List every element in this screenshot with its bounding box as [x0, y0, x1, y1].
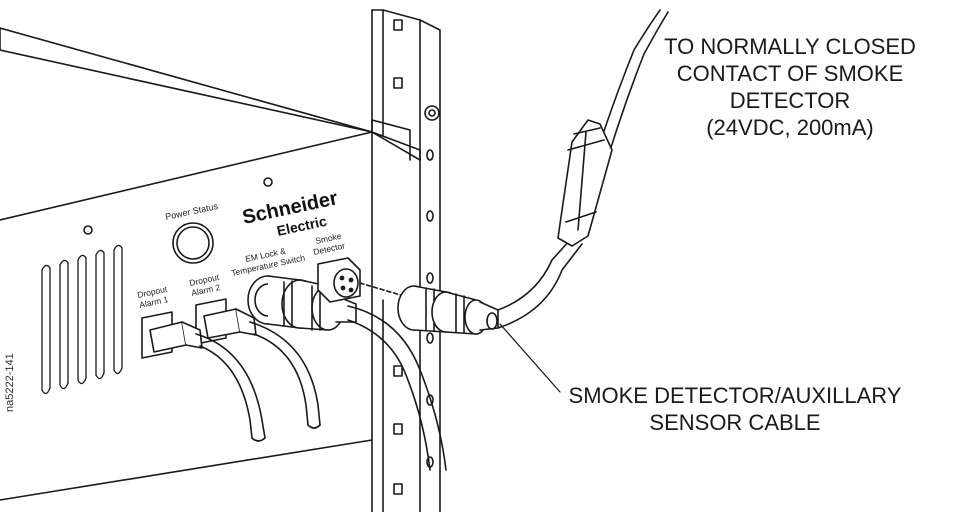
power-status-button: [172, 222, 214, 264]
rack-rail: [371, 9, 441, 512]
figure-id: na5222-141: [4, 353, 16, 412]
inline-module: [557, 119, 613, 247]
callout-line: SENSOR CABLE: [649, 410, 821, 435]
sensor-cable-callout: SMOKE DETECTOR/AUXILLARY SENSOR CABLE: [530, 382, 940, 436]
callout-line: SMOKE DETECTOR/AUXILLARY: [568, 383, 902, 408]
callout-line: CONTACT OF SMOKE: [676, 61, 904, 86]
sensor-cable-connector: [397, 285, 499, 335]
callout-line: DETECTOR: [729, 88, 851, 113]
callout-line: (24VDC, 200mA): [706, 115, 874, 140]
callout-line: TO NORMALLY CLOSED: [664, 34, 916, 59]
equipment-enclosure: [0, 27, 421, 501]
power-status-label: Power Status: [164, 201, 219, 222]
smoke-detector-port: [317, 257, 405, 303]
smoke-contact-callout: TO NORMALLY CLOSED CONTACT OF SMOKE DETE…: [640, 33, 940, 141]
leader-lines: [499, 323, 561, 393]
vent-grille: [41, 244, 123, 395]
em-lock-connector: [247, 275, 447, 471]
dropout-alarm-1-cable: [149, 321, 266, 442]
dropout-alarm-2-cable: [203, 308, 321, 429]
